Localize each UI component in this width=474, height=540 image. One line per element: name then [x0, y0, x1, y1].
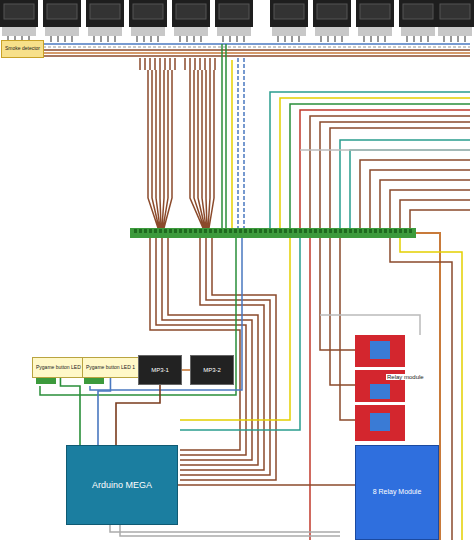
module-symbol [172, 0, 210, 42]
wire [18, 43, 470, 45]
node-text: Smoke detector [5, 46, 40, 52]
terminal-screws [134, 229, 412, 233]
part-label: Relay module [386, 374, 425, 380]
led-button-box: Pygame button LED 2 [32, 357, 89, 378]
wire [110, 525, 340, 536]
node-text: Pygame button LED 2 [36, 365, 85, 371]
led-terminals [36, 378, 104, 384]
node-text: MP3-1 [151, 367, 169, 374]
relay-board [355, 405, 405, 441]
wire [18, 55, 470, 57]
top-modules [0, 0, 474, 42]
module-symbol [43, 0, 81, 42]
wire [238, 58, 244, 228]
node-text: Pygame button LED 1 [86, 365, 135, 371]
module-symbol [0, 0, 38, 42]
terminal-strip [130, 228, 416, 238]
wire [309, 238, 311, 540]
wire-connector [98, 378, 110, 445]
node-text: MP3-2 [203, 367, 221, 374]
module-symbol [313, 0, 351, 42]
wire [18, 46, 470, 48]
relay-board [355, 335, 405, 367]
relay-symbol [370, 341, 390, 359]
wire [300, 149, 470, 151]
node-text: Arduino MEGA [92, 480, 152, 490]
wire [222, 44, 226, 228]
module-symbol [270, 0, 308, 42]
wire-connector [116, 385, 160, 445]
wire [270, 92, 470, 228]
lower-wires [40, 233, 462, 540]
module-symbol [356, 0, 394, 42]
wire-bus [18, 44, 470, 228]
wire [280, 98, 470, 228]
module-symbol [86, 0, 124, 42]
wire [300, 110, 470, 228]
wire-bundle [180, 238, 276, 480]
wire [320, 315, 420, 335]
wire [320, 238, 355, 420]
module-symbol [436, 0, 474, 42]
mp3-module: MP3-1 [138, 355, 182, 385]
node-text: 8 Relay Module [373, 488, 422, 496]
module-symbol [399, 0, 437, 42]
wire [340, 140, 470, 228]
led-button-box: Pygame button LED 1 [82, 357, 139, 378]
wire [310, 116, 470, 228]
relay-module: 8 Relay Module [355, 445, 439, 540]
module-symbol [129, 0, 167, 42]
module-symbol [215, 0, 253, 42]
relay-symbol [370, 413, 390, 431]
wire [18, 49, 470, 51]
wire-bundle [148, 70, 172, 228]
arduino-board: Arduino MEGA [66, 445, 178, 525]
relay-symbol [370, 384, 390, 399]
wire [180, 238, 300, 430]
wire [360, 160, 470, 228]
wire [231, 60, 233, 228]
wire-connector [60, 378, 80, 445]
note-box: Smoke detector [1, 40, 44, 58]
wire [180, 238, 290, 420]
wire [290, 104, 470, 228]
terminal-block [130, 228, 416, 238]
wire-bundle [190, 70, 214, 228]
terminal-block [36, 378, 56, 384]
wire [18, 52, 470, 54]
wire [140, 58, 215, 70]
relay-boards [355, 335, 405, 441]
wire-connector [178, 484, 355, 486]
mp3-module: MP3-2 [190, 355, 234, 385]
terminal-block [84, 378, 104, 384]
